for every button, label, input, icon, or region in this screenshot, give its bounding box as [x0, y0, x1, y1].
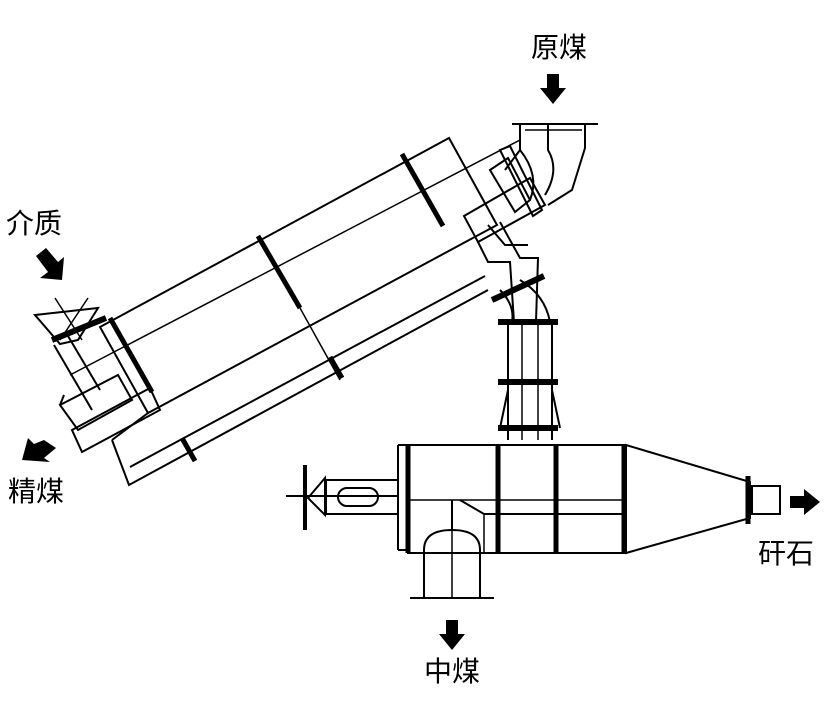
label-gangue: 矸石: [758, 537, 815, 570]
clean-coal-arrow-icon: [22, 438, 56, 462]
inclined-cyclone: [33, 136, 547, 487]
label-medium: 介质: [6, 207, 63, 240]
medium-arrow-icon: [36, 248, 64, 280]
label-raw-coal: 原煤: [531, 31, 588, 64]
label-middlings: 中煤: [424, 655, 481, 688]
label-clean-coal: 精煤: [8, 475, 65, 508]
raw-coal-arrow-icon: [540, 74, 566, 104]
raw-coal-feed-elbow: [504, 123, 598, 206]
middlings-arrow-icon: [439, 620, 465, 650]
connecting-pipe: [477, 221, 561, 440]
horizontal-cyclone: [286, 443, 781, 599]
gangue-arrow-icon: [790, 489, 820, 515]
